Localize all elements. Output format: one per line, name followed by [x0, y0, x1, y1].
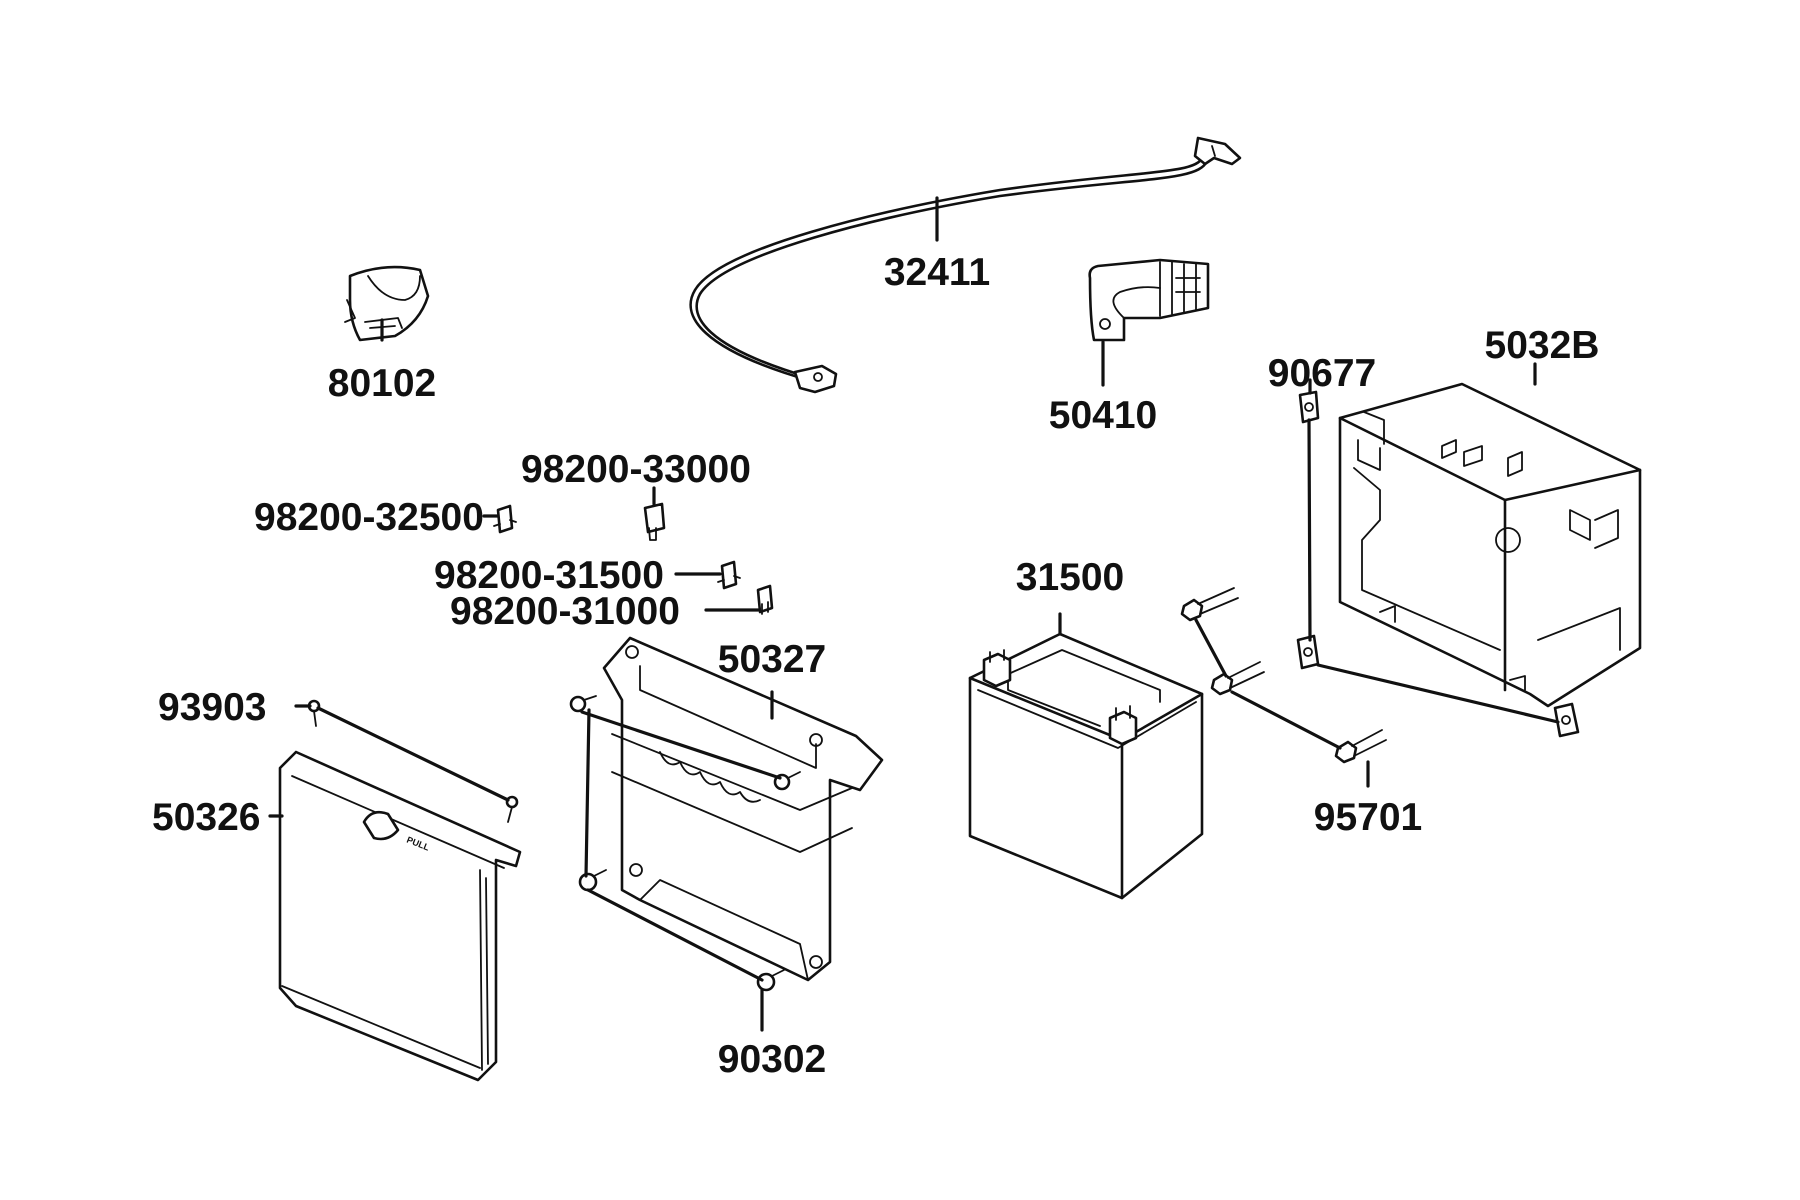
part-number-95701: 95701 [1314, 796, 1422, 839]
part-98200-32500-drawing [493, 504, 517, 534]
label-leaders [268, 196, 1537, 1032]
part-number-98200-32500: 98200-32500 [254, 496, 484, 539]
part-labels: 80102 32411 50410 90677 5032B 98200-3300… [152, 251, 1599, 1081]
part-98200-31500-drawing [717, 560, 741, 590]
part-5032B-drawing [1338, 382, 1642, 708]
part-number-5032B: 5032B [1485, 324, 1600, 367]
part-90302-drawing [569, 695, 801, 992]
part-50327-drawing [602, 636, 884, 982]
part-number-50327: 50327 [718, 638, 826, 681]
part-93903-drawing [307, 699, 519, 823]
part-80102-drawing [344, 265, 430, 342]
part-number-90302: 90302 [718, 1038, 826, 1081]
part-number-98200-31500: 98200-31500 [434, 554, 664, 597]
part-95701-drawing [1180, 587, 1387, 764]
part-32411-drawing [689, 136, 1242, 394]
part-number-93903: 93903 [158, 686, 266, 729]
part-number-80102: 80102 [328, 362, 436, 405]
part-number-90677: 90677 [1268, 352, 1376, 395]
part-number-98200-31000: 98200-31000 [450, 590, 680, 633]
part-31500-drawing [968, 632, 1204, 900]
part-number-32411: 32411 [884, 251, 990, 294]
part-50326-drawing: PULL [278, 750, 522, 1082]
part-98200-31000-drawing [756, 584, 774, 615]
part-number-98200-33000: 98200-33000 [521, 448, 751, 491]
part-number-31500: 31500 [1016, 556, 1124, 599]
part-number-50410: 50410 [1049, 394, 1157, 437]
part-98200-33000-drawing [643, 502, 666, 541]
part-50410-drawing [1088, 258, 1210, 342]
part-number-50326: 50326 [152, 796, 260, 839]
